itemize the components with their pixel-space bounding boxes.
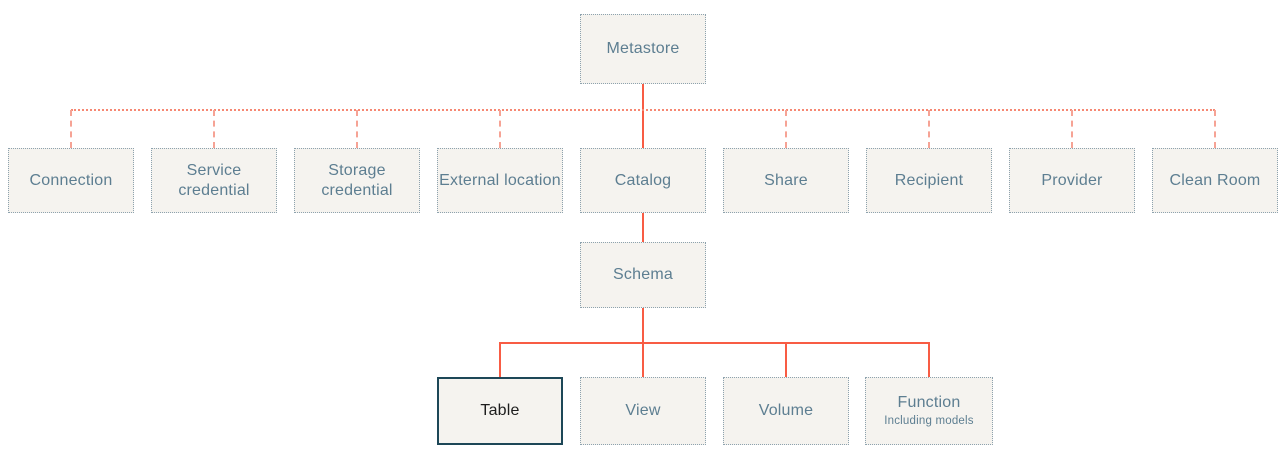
connector-drop-share — [785, 110, 787, 148]
node-label: External location — [439, 171, 561, 189]
connector-drop-service-credential — [213, 110, 215, 148]
node-label: View — [625, 402, 661, 419]
connector-drop-provider — [1071, 110, 1073, 148]
connector-metastore-to-catalog — [642, 84, 644, 148]
node-share: Share — [723, 148, 849, 213]
node-sublabel: Including models — [884, 415, 974, 428]
node-label: Function — [897, 394, 961, 412]
node-label: Storage credential — [321, 161, 393, 199]
node-label: Connection — [29, 171, 113, 189]
node-label: Metastore — [606, 40, 680, 57]
connector-drop-clean-room — [1214, 110, 1216, 148]
connector-drop-connection — [70, 110, 72, 148]
node-recipient: Recipient — [866, 148, 992, 213]
connector-drop-external-location — [499, 110, 501, 148]
node-volume: Volume — [723, 377, 849, 445]
node-label: Volume — [758, 402, 814, 419]
node-label: Table — [480, 402, 520, 419]
node-connection: Connection — [8, 148, 134, 213]
connector-catalog-to-schema — [642, 213, 644, 242]
connector-drop-table — [499, 342, 501, 377]
node-clean-room: Clean Room — [1152, 148, 1278, 213]
node-label: Recipient — [894, 171, 964, 189]
node-metastore: Metastore — [580, 14, 706, 84]
connector-drop-volume — [785, 342, 787, 377]
connector-drop-storage-credential — [356, 110, 358, 148]
node-external-location: External location — [437, 148, 563, 213]
node-catalog: Catalog — [580, 148, 706, 213]
node-function: Function Including models — [865, 377, 993, 445]
connector-drop-recipient — [928, 110, 930, 148]
node-storage-credential: Storage credential — [294, 148, 420, 213]
node-label: Provider — [1041, 171, 1103, 189]
node-provider: Provider — [1009, 148, 1135, 213]
node-label: Share — [764, 171, 808, 189]
node-label: Catalog — [614, 171, 672, 189]
node-label: Schema — [613, 266, 673, 283]
node-label: Service credential — [178, 161, 250, 199]
node-schema: Schema — [580, 242, 706, 308]
node-label: Clean Room — [1169, 171, 1261, 189]
node-view: View — [580, 377, 706, 445]
connector-drop-function — [928, 342, 930, 377]
connector-schema-children-bus — [499, 342, 930, 344]
node-service-credential: Service credential — [151, 148, 277, 213]
node-table: Table — [437, 377, 563, 445]
connector-metastore-children-bus — [71, 109, 1215, 111]
